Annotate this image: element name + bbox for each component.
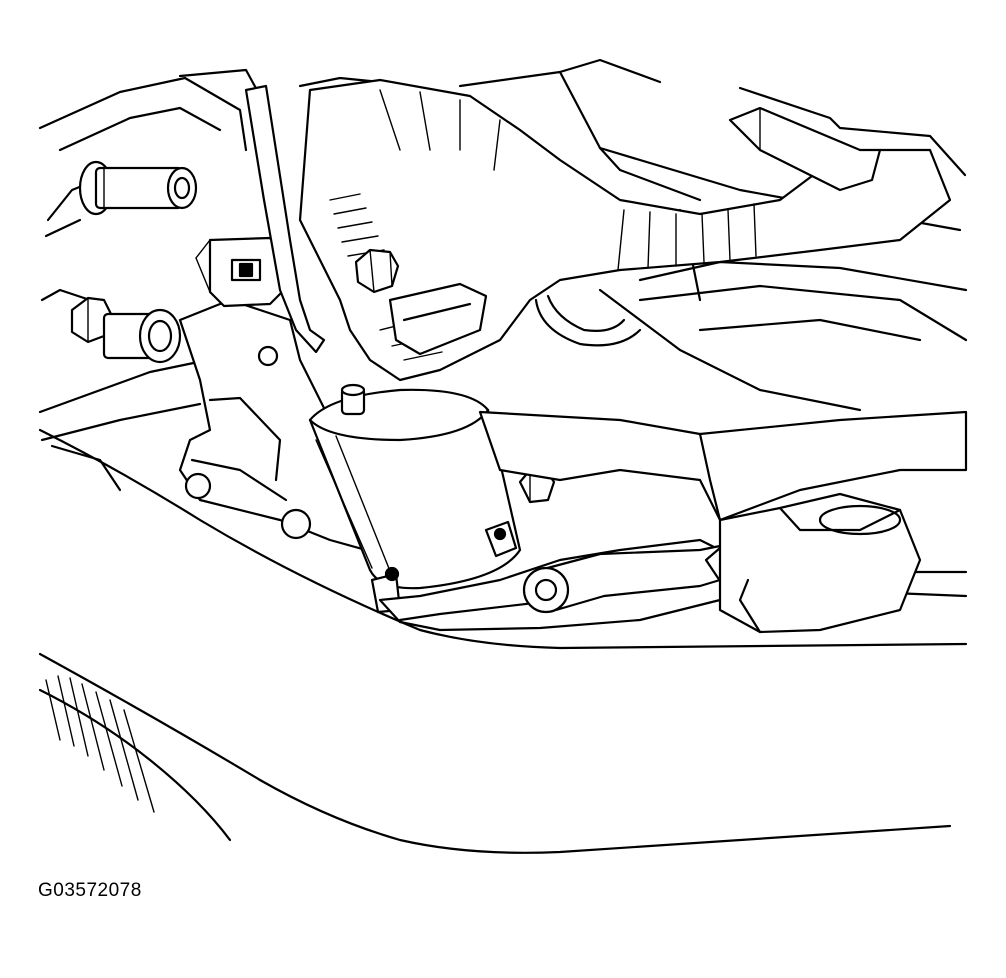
harness-clip bbox=[728, 106, 882, 192]
lower-panel bbox=[38, 652, 952, 854]
electrical-connector bbox=[195, 236, 284, 308]
support-arm bbox=[478, 410, 968, 522]
lower-right-assembly bbox=[718, 492, 922, 634]
valve-body bbox=[308, 383, 522, 614]
hose-fitting-lower bbox=[70, 296, 182, 364]
hose-fitting-upper bbox=[78, 160, 198, 216]
curved-tube bbox=[244, 84, 642, 354]
hex-bolt-upper bbox=[354, 248, 400, 294]
upper-housing bbox=[38, 68, 382, 442]
harness-clamp bbox=[388, 282, 488, 356]
figure-id-label: G03572078 bbox=[38, 880, 142, 901]
housing-edge bbox=[38, 428, 968, 650]
